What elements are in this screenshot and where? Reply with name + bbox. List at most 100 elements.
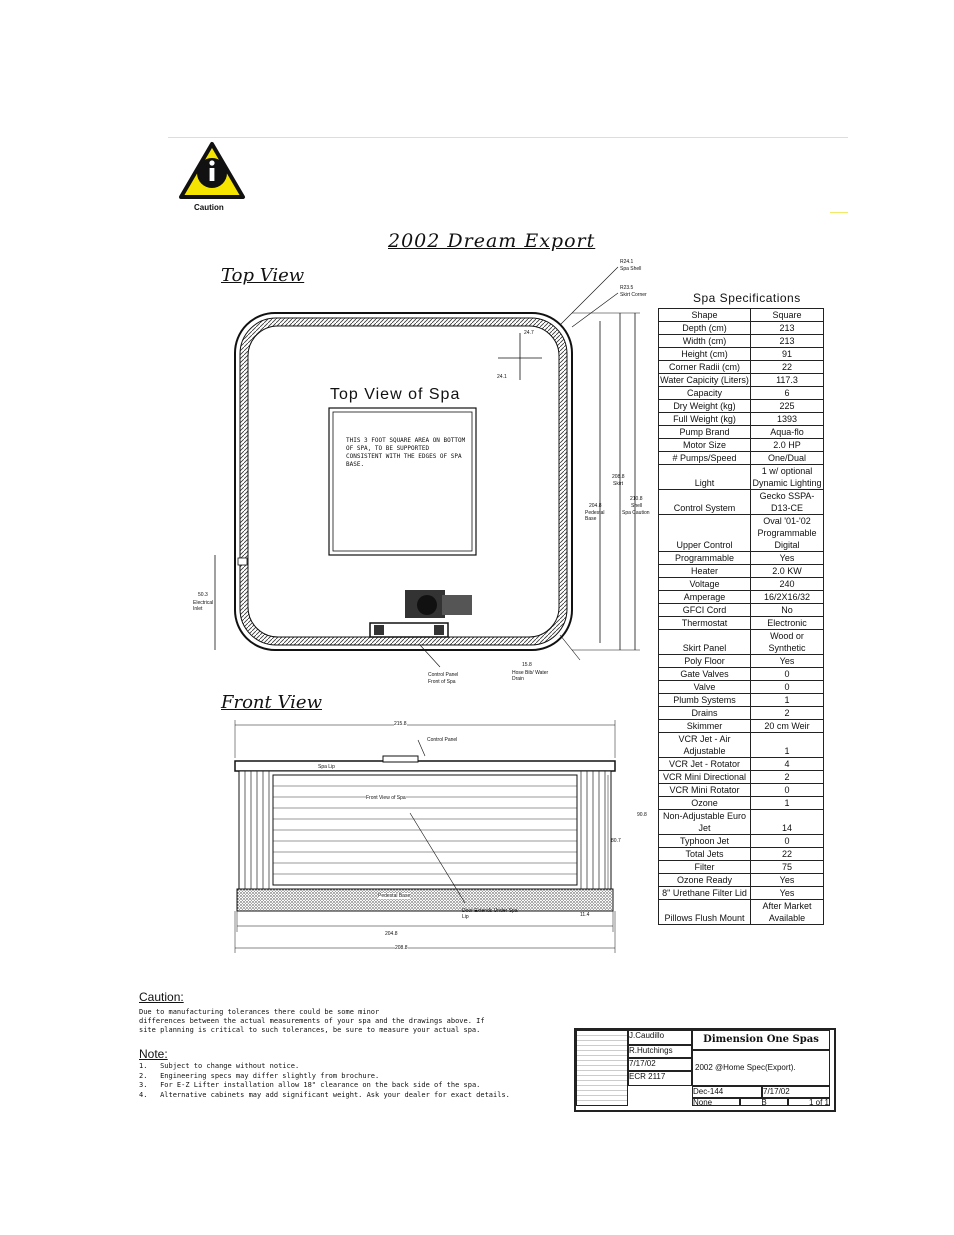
front-inner-height: 80.7	[611, 838, 621, 844]
front-width-dim: 215.8	[394, 721, 407, 727]
spec-key: Gate Valves	[658, 667, 751, 681]
spec-key: Motor Size	[658, 438, 751, 452]
spec-value: 1393	[750, 412, 824, 426]
note-item: 2. Engineering specs may differ slightly…	[139, 1071, 380, 1080]
spec-value: 1	[750, 796, 824, 810]
front-door-note: Door Extends Under Spa Lip	[462, 908, 518, 920]
spec-value: 6	[750, 386, 824, 400]
dim-241: 24.1	[497, 374, 507, 380]
note-item: 4. Alternative cabinets may add signific…	[139, 1090, 510, 1099]
spec-key: Plumb Systems	[658, 693, 751, 707]
spec-value: 91	[750, 347, 824, 361]
note-heading: Note:	[139, 1047, 168, 1061]
spec-key: Programmable	[658, 551, 751, 565]
dim-r241-label: Spa Shell	[620, 266, 642, 272]
spec-key: Corner Radii (cm)	[658, 360, 751, 374]
top-view-heading: Top View	[221, 265, 305, 286]
spec-key: Poly Floor	[658, 654, 751, 668]
spec-value: Aqua-flo	[750, 425, 824, 439]
front-outer-width: 208.8	[395, 945, 408, 951]
company-cell: Dimension One Spas	[692, 1030, 830, 1050]
dim-hose: 15.8	[522, 662, 532, 668]
spec-row: Full Weight (kg)1393	[658, 412, 824, 426]
spec-value: 1 w/ optional Dynamic Lighting	[750, 464, 824, 490]
front-height-dim: 90.8	[637, 812, 647, 818]
spec-value: No	[750, 603, 824, 617]
spec-key: Width (cm)	[658, 334, 751, 348]
spec-value: 1	[750, 732, 824, 758]
front-view-drawing	[234, 720, 616, 953]
spec-key: VCR Jet - Rotator	[658, 757, 751, 771]
spec-key: Shape	[658, 308, 751, 322]
spec-value: 2.0 HP	[750, 438, 824, 452]
front-pedestal-label: Pedestal Base	[378, 893, 411, 899]
spec-value: 0	[750, 667, 824, 681]
spec-key: Ozone	[658, 796, 751, 810]
spec-value: One/Dual	[750, 451, 824, 465]
spec-key: Pillows Flush Mount	[658, 899, 751, 925]
spec-key: Skimmer	[658, 719, 751, 733]
note-item: 1. Subject to change without notice.	[139, 1062, 300, 1070]
caution-heading: Caution:	[139, 990, 184, 1004]
drawing-title: 2002 Dream Export	[388, 230, 596, 252]
spec-row: Width (cm)213	[658, 334, 824, 348]
ecr-cell: ECR 2117	[628, 1071, 692, 1086]
spec-key: Thermostat	[658, 616, 751, 630]
scale-cell: None	[692, 1098, 740, 1106]
spec-key: Light	[658, 464, 751, 490]
dim-r235: R23.5	[620, 285, 634, 291]
note-item: 3. For E-Z Lifter installation allow 18"…	[139, 1081, 481, 1089]
date-cell: 7/17/02	[628, 1058, 692, 1071]
dim-247: 24.7	[524, 330, 534, 336]
spec-key: Capacity	[658, 386, 751, 400]
spec-key: Water Capicity (Liters)	[658, 373, 751, 387]
spec-key: Filter	[658, 860, 751, 874]
dim-shell: 210.8	[630, 496, 643, 502]
spec-value: 213	[750, 321, 824, 335]
spec-value: Square	[750, 308, 824, 322]
spec-key: Full Weight (kg)	[658, 412, 751, 426]
spec-key: Drains	[658, 706, 751, 720]
dim-r241: R24.1	[620, 259, 634, 265]
front-control-panel: Control Panel	[427, 737, 458, 743]
dim-inlet: 50.3	[198, 592, 208, 598]
spec-key: Height (cm)	[658, 347, 751, 361]
dim-shell-label-2: Spa Caution	[622, 510, 650, 516]
spec-value: Yes	[750, 873, 824, 887]
dim-skirt: 208.8	[612, 474, 625, 480]
spec-row: Depth (cm)213	[658, 321, 824, 335]
dwg-cell: Dec-144	[692, 1086, 762, 1098]
engineer-cell: R.Hutchings	[628, 1045, 692, 1058]
drawn-by-cell: J.Caudillo	[628, 1030, 692, 1045]
spec-key: Non-Adjustable Euro Jet	[658, 809, 751, 835]
spec-value: 22	[750, 847, 824, 861]
spec-key: VCR Mini Directional	[658, 770, 751, 784]
title-cell: 2002 @Home Spec(Export).	[692, 1050, 830, 1086]
title-block: J.Caudillo R.Hutchings 7/17/02 ECR 2117 …	[574, 1028, 836, 1112]
spec-value: After Market Available	[750, 899, 824, 925]
dim-pedestal: 204.8	[589, 503, 602, 509]
spec-value: 1	[750, 693, 824, 707]
spec-value: 240	[750, 577, 824, 591]
front-spa-lip: Spa Lip	[318, 764, 335, 770]
top-view-label: Top View of Spa	[330, 386, 461, 403]
